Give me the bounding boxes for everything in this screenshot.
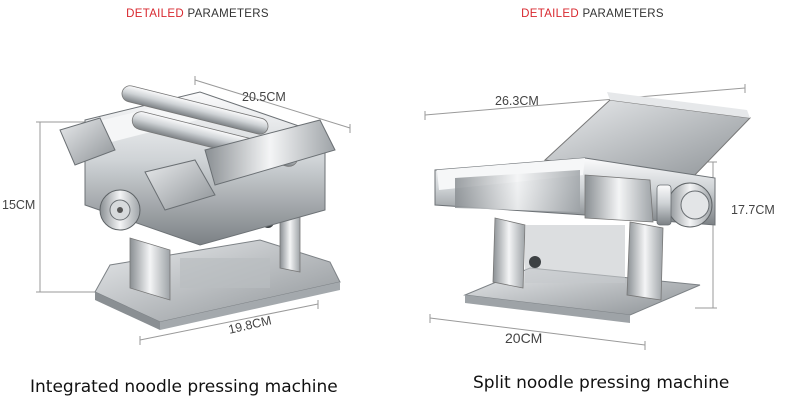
right-dim-bottom-depth: 20CM [505, 330, 543, 346]
left-header-accent: DETAILED [126, 8, 184, 20]
right-header-rest: PARAMETERS [578, 8, 664, 20]
right-dim-side-height: 17.7CM [731, 203, 775, 217]
integrated-pasta-machine-illustration [36, 76, 351, 345]
left-header-rest: PARAMETERS [183, 8, 269, 20]
right-header: DETAILED PARAMETERS [395, 8, 790, 20]
split-pasta-machine-illustration [424, 84, 752, 350]
right-caption: Split noodle pressing machine [473, 373, 730, 393]
right-header-accent: DETAILED [521, 8, 579, 20]
left-product-panel: DETAILED PARAMETERS [0, 8, 395, 397]
right-dim-top-width: 26.3CM [495, 94, 539, 108]
left-dim-top-width: 20.5CM [242, 90, 286, 104]
right-product-panel: DETAILED PARAMETERS 26.3CM [395, 0, 790, 412]
left-dim-side-height: 15CM [2, 198, 36, 212]
left-caption: Integrated noodle pressing machine [30, 377, 338, 397]
left-dimension-lines [36, 76, 351, 345]
left-header: DETAILED PARAMETERS [0, 8, 395, 20]
